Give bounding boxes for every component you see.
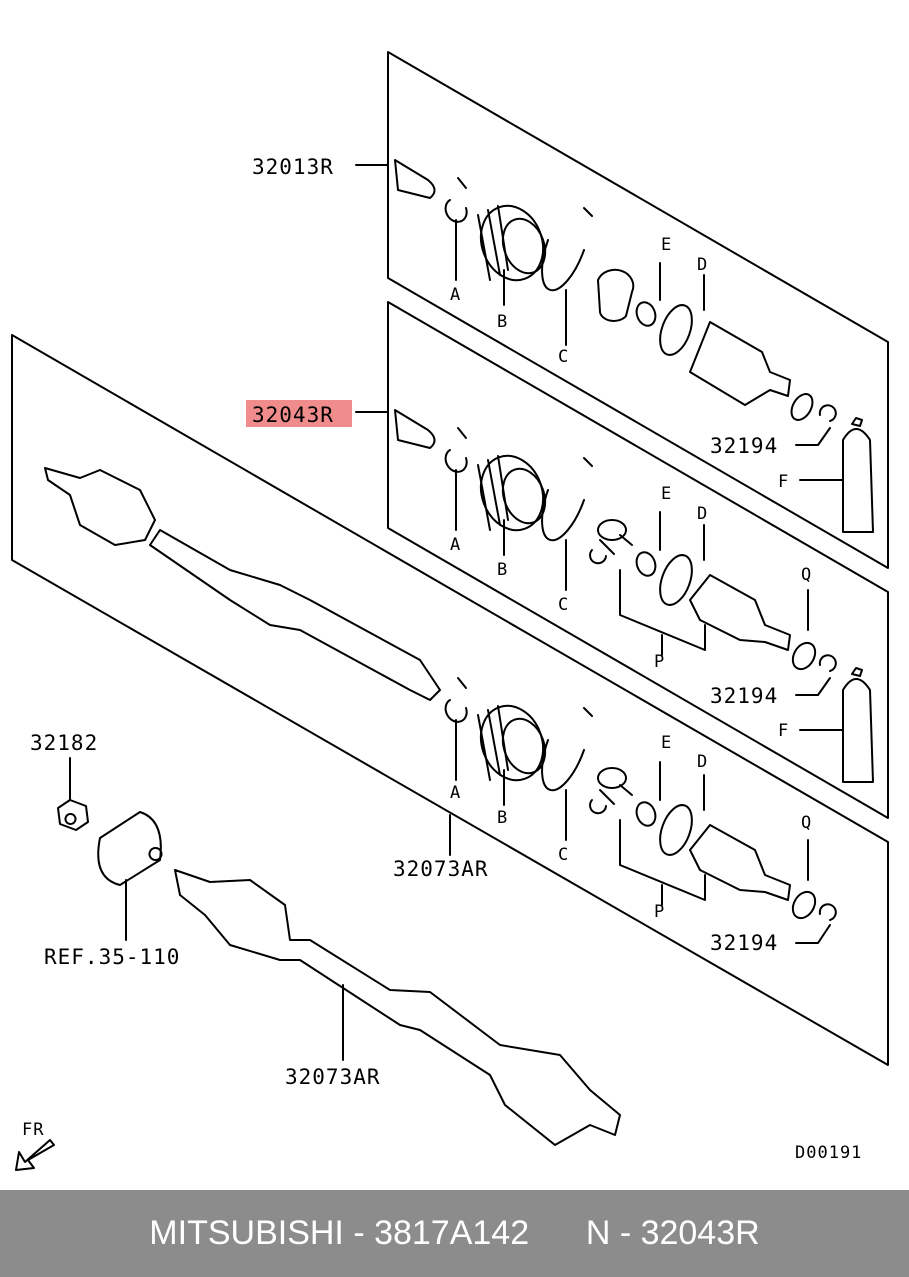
label-32043R: 32043R <box>252 403 334 427</box>
footer-ref: N - 32043R <box>585 1214 760 1252</box>
highlight-32043R <box>246 400 352 427</box>
hub <box>97 811 163 886</box>
label-drawing-no: D00191 <box>795 1143 862 1163</box>
leader-lines <box>15 164 844 1171</box>
footer-bar: MITSUBISHI - 3817A142 N - 32043R <box>0 1190 909 1277</box>
grease-f-1 <box>842 417 874 533</box>
label-d1: D <box>697 255 708 275</box>
label-e1: E <box>661 235 672 255</box>
label-b1: B <box>497 312 508 332</box>
circlip-e-1 <box>635 301 657 327</box>
lower-assembly <box>57 799 621 1146</box>
arrow-fr <box>15 1139 55 1171</box>
label-32073AR-lower: 32073AR <box>285 1065 381 1089</box>
label-32194-1: 32194 <box>710 434 778 458</box>
label-c2: C <box>558 595 569 615</box>
label-b3: B <box>497 808 508 828</box>
footer-brand-part: MITSUBISHI - 3817A142 <box>149 1214 530 1252</box>
label-d2: D <box>697 504 708 524</box>
housing-1 <box>689 321 791 406</box>
band-a-1 <box>444 177 468 223</box>
kit1-parts <box>394 159 874 533</box>
boot-b-1 <box>477 204 547 282</box>
label-f1: F <box>778 472 789 492</box>
label-32194-2: 32194 <box>710 684 778 708</box>
label-p2: P <box>654 652 665 672</box>
panel-32073AR <box>11 334 889 1066</box>
label-32073AR-upper: 32073AR <box>393 857 489 881</box>
label-f2: F <box>778 721 789 741</box>
band-c-1 <box>541 207 593 292</box>
label-p3: P <box>654 902 665 922</box>
label-b2: B <box>497 560 508 580</box>
label-32194-3: 32194 <box>710 931 778 955</box>
label-d3: D <box>697 752 708 772</box>
label-e2: E <box>661 484 672 504</box>
label-32182: 32182 <box>30 731 98 755</box>
kit2-parts <box>394 409 874 783</box>
lower-shaft <box>174 869 621 1146</box>
label-q2: Q <box>801 565 812 585</box>
label-a2: A <box>450 535 461 555</box>
label-a3: A <box>450 783 461 803</box>
label-e3: E <box>661 733 672 753</box>
parts-diagram: 32013R 32043R A B C E D A B C E D P Q F … <box>11 51 889 1171</box>
nut-32182 <box>57 799 89 831</box>
panel-32043R <box>387 301 889 819</box>
kit3-parts <box>44 467 837 921</box>
label-fr: FR <box>22 1120 44 1140</box>
label-c3: C <box>558 845 569 865</box>
label-q3: Q <box>801 813 812 833</box>
label-c1: C <box>558 347 569 367</box>
panel-32013R <box>387 51 889 569</box>
label-32013R: 32013R <box>252 155 334 179</box>
joint-1 <box>597 268 635 322</box>
label-a1: A <box>450 285 461 305</box>
footer-gap <box>529 1214 586 1253</box>
circlip-d-1 <box>659 304 693 356</box>
label-ref-35-110: REF.35-110 <box>44 945 180 969</box>
